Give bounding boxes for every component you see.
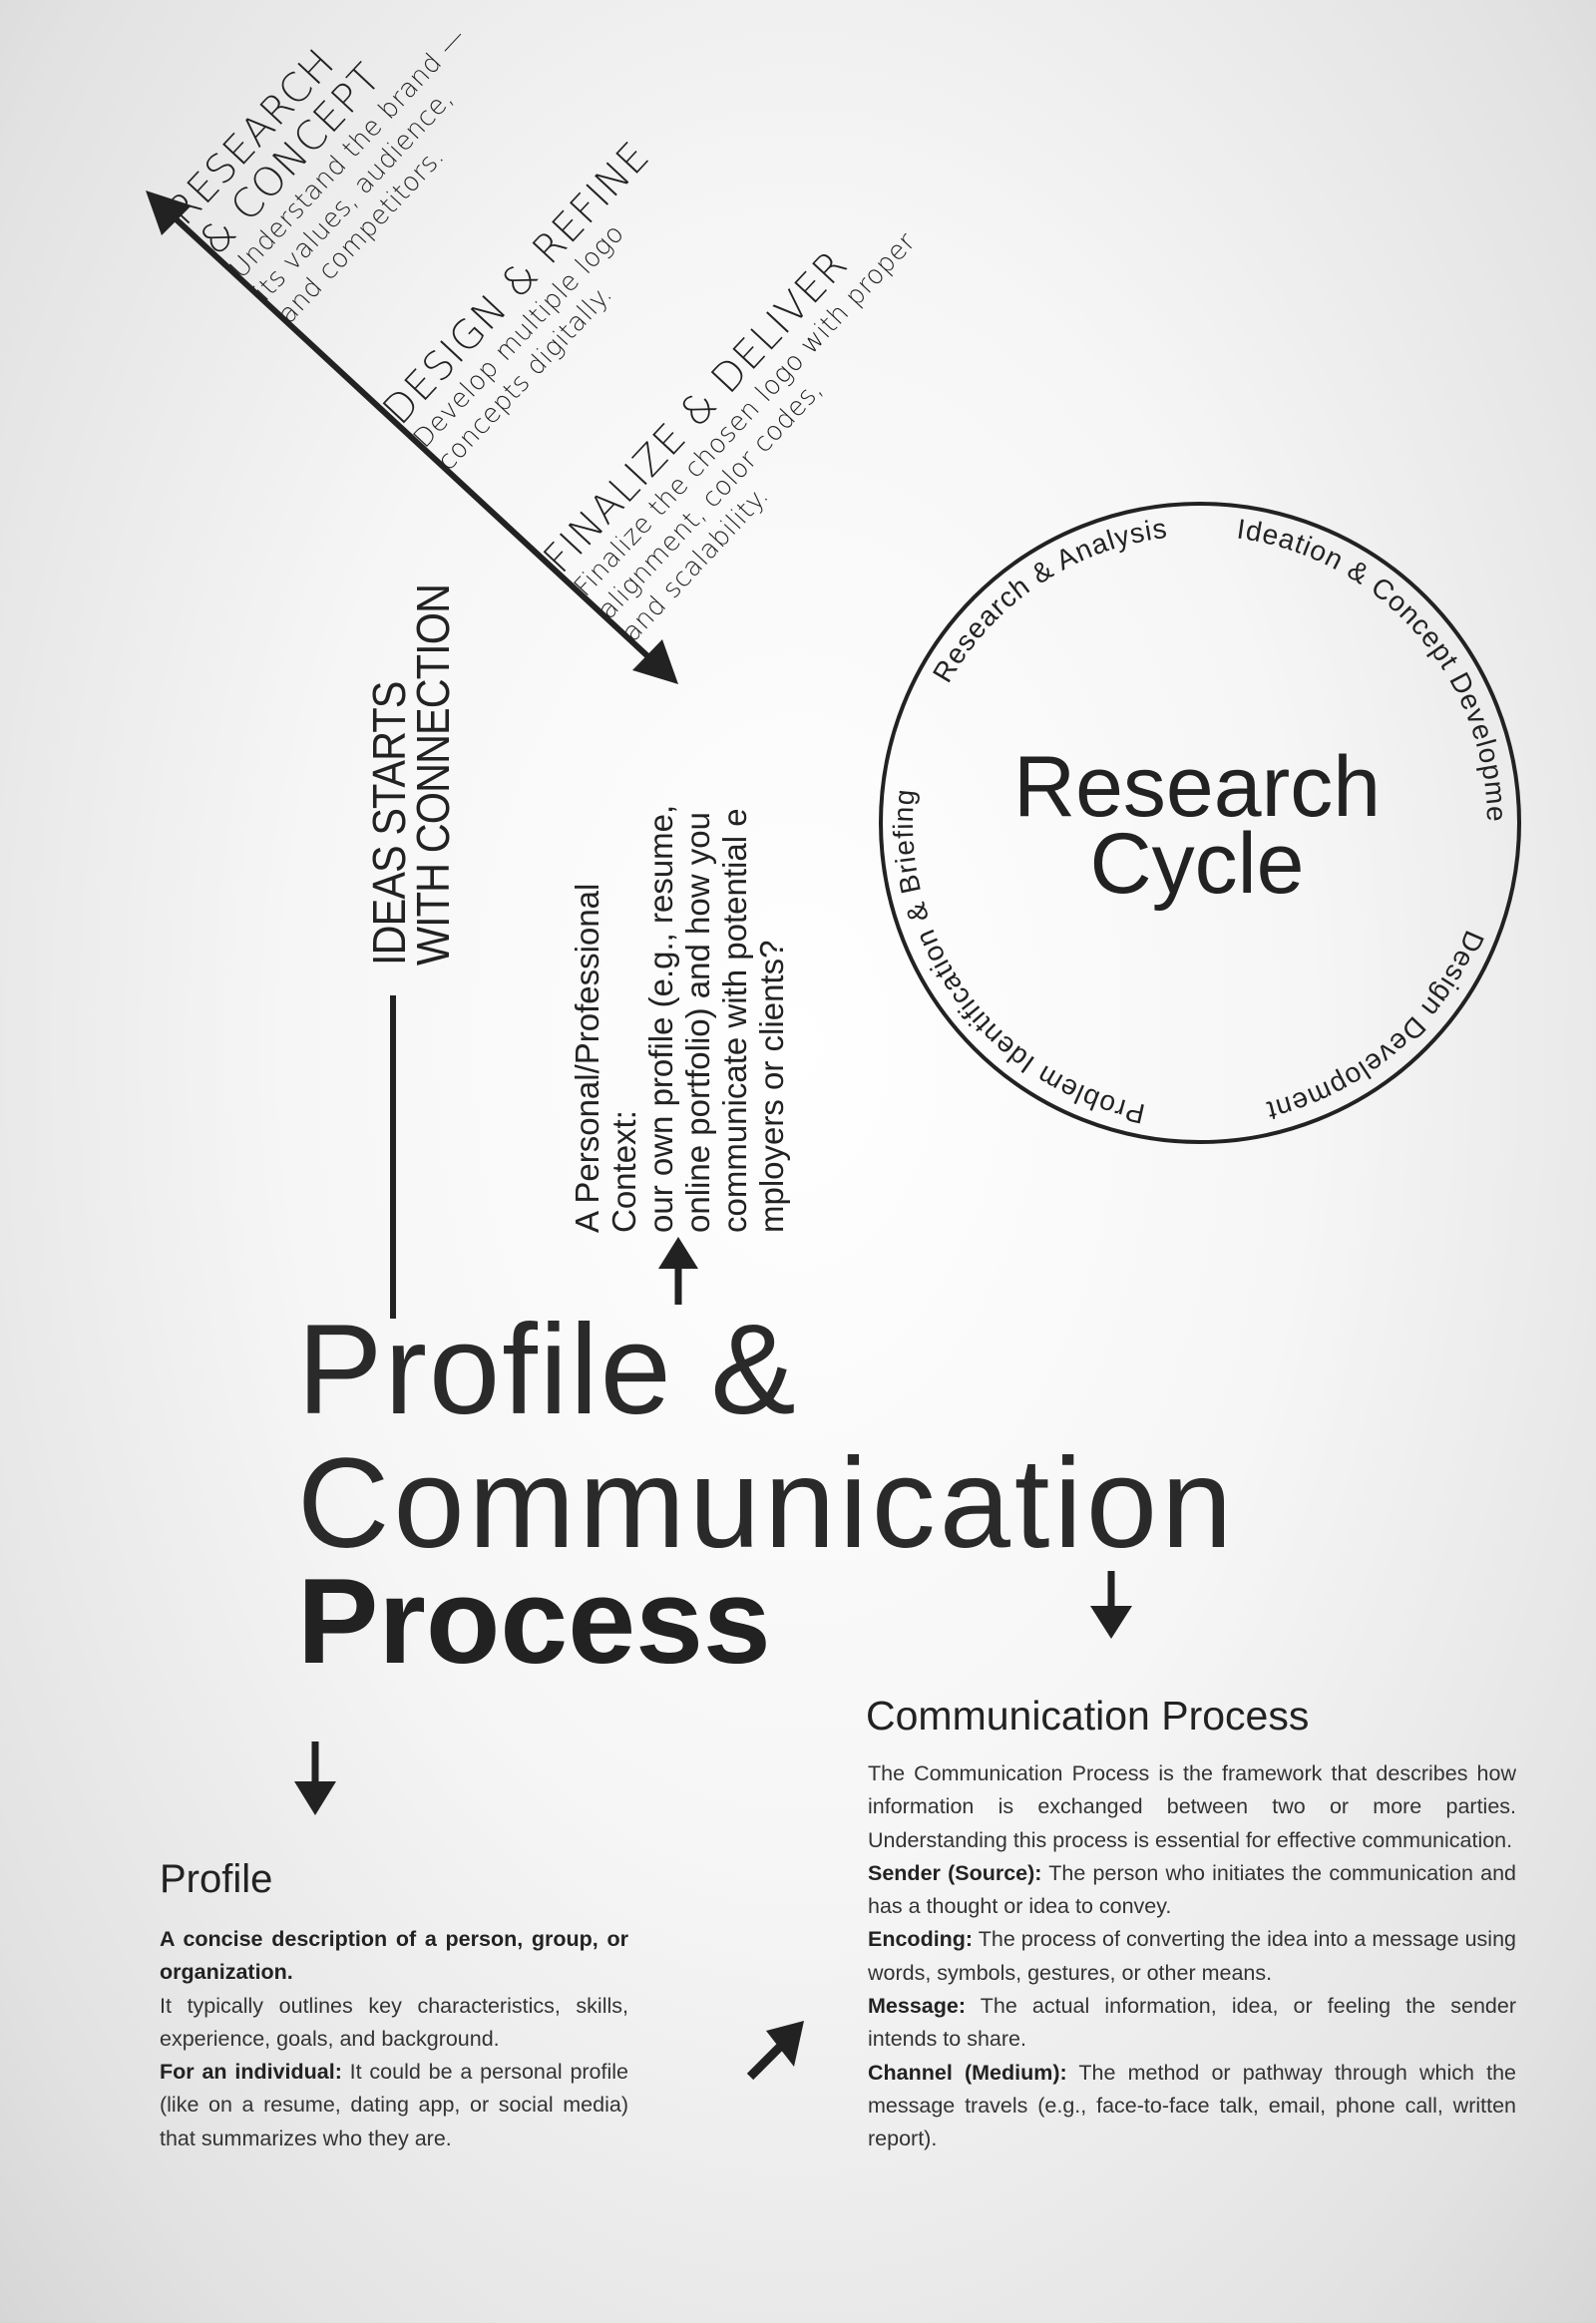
main-title-line1: Profile & [297, 1299, 798, 1441]
item-text: The actual information, idea, or feeling… [868, 1994, 1516, 2052]
profile-individual-text: It could be a personal profile (like on … [160, 2060, 628, 2150]
item-label: Sender (Source): [868, 1860, 1042, 1885]
personal-context-note: A Personal/Professional Context: our own… [569, 805, 790, 1233]
tagline-line: IDEAS STARTS [363, 681, 415, 966]
main-title-line3: Process [297, 1553, 771, 1689]
item-text: The process of converting the idea into … [868, 1927, 1516, 1985]
svg-text:Design Development: Design Development [1264, 927, 1490, 1127]
svg-text:Research & Analysis: Research & Analysis [927, 513, 1169, 687]
down-arrow-icon [1090, 1571, 1132, 1639]
context-line: mployers or clients? [753, 940, 790, 1233]
main-title-line2: Communication [297, 1432, 1237, 1575]
arrow-head-up-left-icon [146, 191, 192, 235]
profile-heading: Profile [160, 1857, 273, 1901]
item-text: The method or pathway through which the … [868, 2060, 1517, 2151]
up-right-arrow-icon [746, 2021, 804, 2081]
item-label: Message: [868, 1994, 966, 2019]
item-label: Channel (Medium): [868, 2060, 1067, 2085]
ideas-tagline: IDEAS STARTS WITH CONNECTION [363, 583, 459, 966]
context-line: communicate with potential e [716, 808, 753, 1233]
communication-item: Channel (Medium): The method or pathway … [868, 2057, 1516, 2156]
up-arrow-icon [658, 1237, 698, 1305]
profile-lead: A concise description of a person, group… [160, 1927, 628, 1985]
communication-item: Sender (Source): The person who initiate… [868, 1857, 1516, 1924]
cycle-stage-research-analysis: Research & Analysis [927, 513, 1168, 687]
item-text: The person who initiates the communicati… [868, 1860, 1516, 1919]
context-line: Context: [605, 1110, 642, 1233]
arrow-head-down-right-icon [632, 639, 678, 684]
cycle-stage-design-development: Design Development [1264, 927, 1489, 1127]
context-line: our own profile (e.g., resume, [642, 804, 679, 1233]
cycle-title-line2: Cycle [1089, 816, 1304, 912]
profile-body: A concise description of a person, group… [160, 1923, 628, 2155]
context-line: online portfolio) and how you [679, 812, 716, 1233]
communication-item: Message: The actual information, idea, o… [868, 1990, 1516, 2057]
diagonal-double-arrow [146, 191, 678, 684]
item-label: Encoding: [868, 1927, 974, 1952]
communication-heading: Communication Process [866, 1693, 1310, 1739]
profile-individual-label: For an individual: [160, 2060, 342, 2085]
communication-item: Encoding: The process of converting the … [868, 1923, 1516, 1990]
profile-text: It typically outlines key characteristic… [160, 1993, 628, 2051]
context-line: A Personal/Professional [569, 883, 605, 1233]
down-arrow-icon [294, 1742, 336, 1815]
cycle-title-line1: Research [1013, 739, 1381, 835]
communication-intro: The Communication Process is the framewo… [868, 1761, 1516, 1852]
tagline-line: WITH CONNECTION [407, 583, 459, 966]
communication-body: The Communication Process is the framewo… [868, 1757, 1516, 2156]
